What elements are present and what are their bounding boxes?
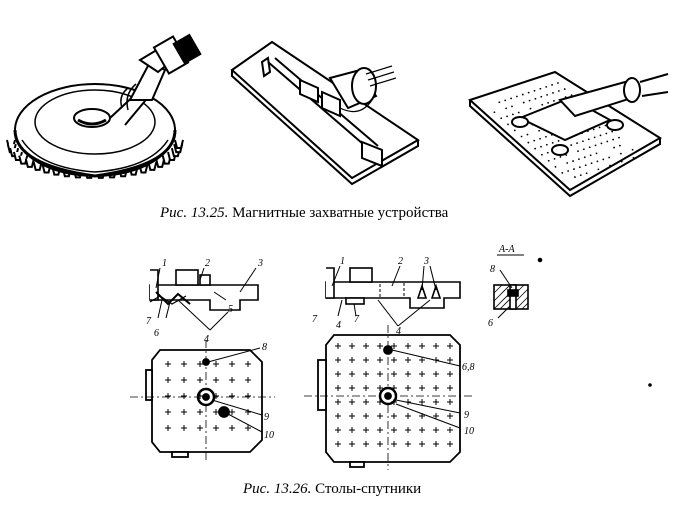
label: 3 [423,256,429,267]
label: 4 [336,320,341,331]
label: 7 [354,314,360,325]
section-title: А-А [498,244,515,255]
figure2-caption-text: Столы-спутники [315,481,421,497]
label: 6 [154,328,159,339]
label: 2 [398,256,403,267]
label: 7 [312,314,318,325]
label: 7 [146,316,152,327]
figure2-caption-number: Рис. 13.26. [243,481,311,497]
label: 1 [340,256,345,267]
rail-plate-illustration [232,42,418,184]
label: 2 [205,258,210,269]
label: 10 [464,426,474,437]
label: 10 [264,430,274,441]
figure1-caption-number: Рис. 13.25. [160,205,228,221]
label: 4 [396,326,401,337]
label: 9 [464,410,469,421]
label: 1 [162,258,167,269]
pallet2-side-view [326,266,460,326]
pallet2-plan-view [304,325,475,470]
figure2-caption: Рис. 13.26. Столы-спутники [243,481,421,498]
label: 8 [490,264,495,275]
dotted-plate-illustration [470,72,668,196]
label: 5 [228,304,233,315]
label: 4 [204,334,209,345]
label: 6 [488,318,493,329]
pallet1-plan-view [130,340,275,462]
pallet1-side-view [150,268,258,330]
label: 8 [262,342,267,353]
label: 9 [264,412,269,423]
section-a-a [494,255,651,386]
sprocket-gripper-illustration [7,35,200,178]
label: 6,8 [462,362,475,373]
figure1-caption-text: Магнитные захватные устройства [232,205,448,221]
figure1-caption: Рис. 13.25. Магнитные захватные устройст… [160,205,448,222]
label: 3 [257,258,263,269]
